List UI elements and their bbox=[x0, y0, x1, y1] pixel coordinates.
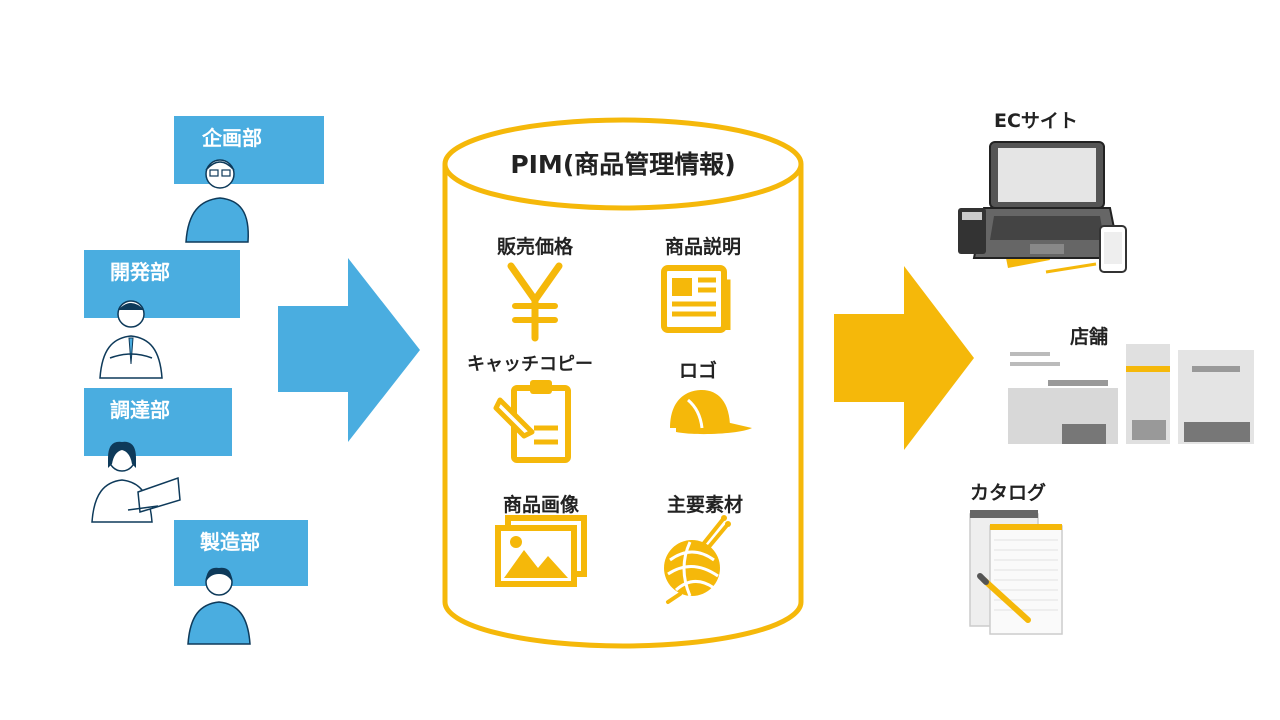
pim-item-label-logo: ロゴ bbox=[678, 360, 717, 382]
output-label-catalog: カタログ bbox=[970, 482, 1047, 504]
pim-item-label-material: 主要素材 bbox=[666, 494, 743, 516]
output-label-ec-site: ECサイト bbox=[994, 110, 1078, 132]
clipboard-pencil-icon bbox=[493, 380, 571, 463]
department-box-development: 開発部 bbox=[84, 250, 240, 318]
pim-title: PIM(商品管理情報) bbox=[510, 150, 736, 179]
pim-item-label-description: 商品説明 bbox=[664, 236, 741, 258]
department-label-manufacturing: 製造部 bbox=[200, 530, 260, 554]
department-box-planning: 企画部 bbox=[174, 116, 324, 184]
pim-item-label-price: 販売価格 bbox=[496, 236, 573, 258]
department-box-manufacturing: 製造部 bbox=[174, 520, 308, 586]
cap-icon bbox=[670, 390, 752, 435]
yarn-ball-icon bbox=[664, 515, 731, 604]
yen-icon bbox=[507, 262, 563, 342]
person-planning-icon bbox=[185, 159, 249, 243]
laptop-icon bbox=[958, 141, 1127, 274]
department-box-procurement: 調達部 bbox=[84, 388, 232, 456]
department-label-planning: 企画部 bbox=[202, 126, 262, 150]
department-label-procurement: 調達部 bbox=[110, 398, 170, 422]
person-development-icon bbox=[99, 300, 163, 379]
pim-item-label-catchcopy: キャッチコピー bbox=[467, 354, 593, 375]
pim-item-label-image: 商品画像 bbox=[502, 494, 579, 516]
catalog-icon bbox=[969, 510, 1063, 635]
department-label-development: 開発部 bbox=[110, 260, 170, 284]
output-label-store: 店舗 bbox=[1070, 326, 1109, 348]
store-icon bbox=[1008, 344, 1254, 444]
person-manufacturing-icon bbox=[187, 567, 251, 645]
newspaper-icon bbox=[661, 265, 731, 333]
yellow-arrow-icon bbox=[834, 266, 974, 450]
person-procurement-icon bbox=[91, 441, 181, 523]
blue-arrow-icon bbox=[278, 258, 420, 442]
image-icon bbox=[495, 515, 587, 587]
